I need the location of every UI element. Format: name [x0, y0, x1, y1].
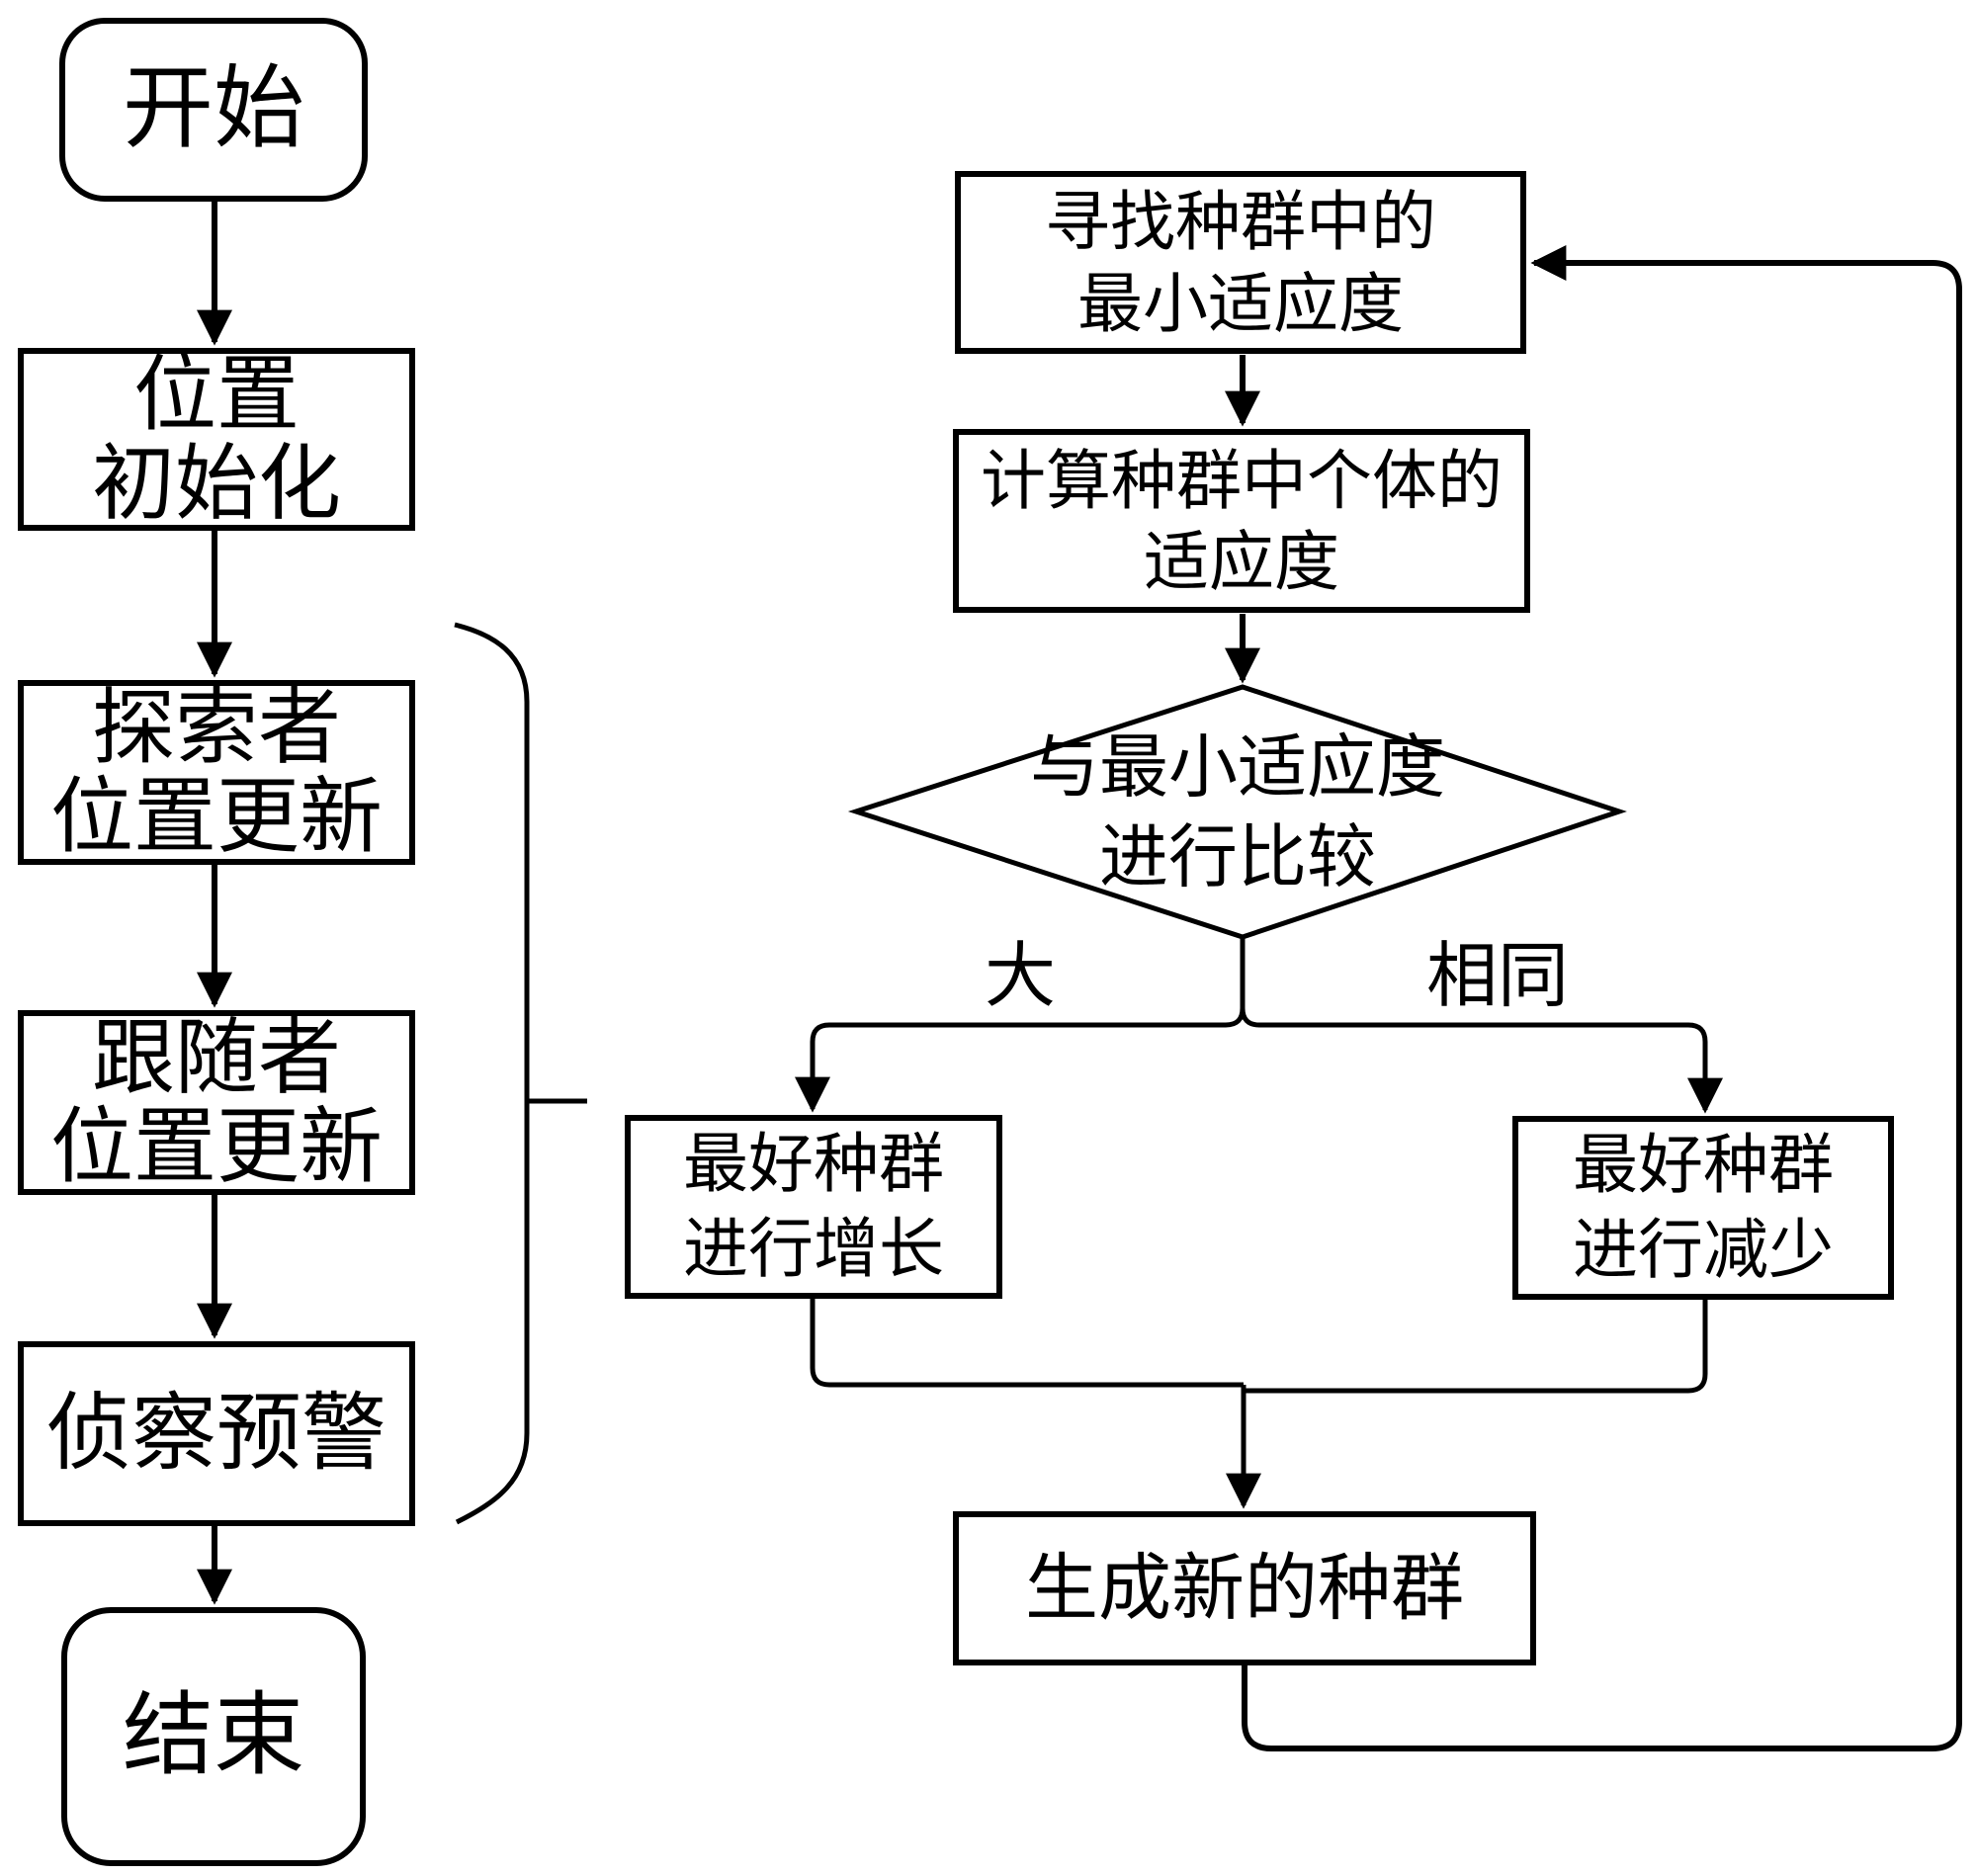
wire-shrink-to-merge	[1244, 1300, 1708, 1394]
node-end: 结束	[61, 1607, 366, 1866]
node-generate-new-population: 生成新的种群	[953, 1511, 1536, 1665]
node-explorer-update: 探索者 位置更新	[18, 680, 415, 865]
arrow-loop-back	[1242, 245, 1962, 1751]
node-scout-warning: 侦察预警	[18, 1341, 415, 1526]
arrow-branch-same	[1240, 1007, 1723, 1114]
node-calc-fitness-line1: 计算种群中个体的	[981, 443, 1503, 517]
wire-grow-to-merge	[810, 1299, 1244, 1388]
branch-label-greater-text: 大	[984, 936, 1056, 1016]
node-calc-fitness-line2: 适应度	[1144, 525, 1339, 598]
node-find-min-fitness-line1: 寻找种群中的	[1045, 185, 1436, 258]
node-follower-update-line2: 位置更新	[49, 1099, 383, 1193]
node-follower-update-line1: 跟随者	[91, 1011, 341, 1105]
node-position-init-line2: 初始化	[91, 436, 341, 530]
branch-label-same-text: 相同	[1425, 936, 1569, 1016]
node-best-population-shrink: 最好种群 进行减少	[1512, 1116, 1894, 1300]
node-start-label: 开始	[122, 58, 304, 160]
node-best-population-shrink-line1: 最好种群	[1573, 1128, 1834, 1202]
brace-curve	[454, 622, 530, 1525]
node-calc-fitness: 计算种群中个体的 适应度	[953, 429, 1530, 613]
node-explorer-update-line2: 位置更新	[49, 769, 383, 863]
node-end-label: 结束	[122, 1685, 304, 1787]
branch-label-same: 相同	[1379, 927, 1616, 1026]
node-position-init: 位置 初始化	[18, 348, 415, 531]
node-generate-new-population-label: 生成新的种群	[1025, 1546, 1464, 1629]
node-find-min-fitness: 寻找种群中的 最小适应度	[955, 171, 1526, 354]
arrow-branch-greater	[795, 1007, 1246, 1113]
node-position-init-line1: 位置	[132, 348, 300, 442]
node-follower-update: 跟随者 位置更新	[18, 1010, 415, 1195]
node-start: 开始	[59, 18, 368, 202]
node-explorer-update-line1: 探索者	[91, 681, 341, 775]
decision-compare-line2: 进行比较	[1099, 818, 1376, 895]
node-best-population-grow-line2: 进行增长	[683, 1212, 944, 1285]
node-best-population-shrink-line2: 进行减少	[1573, 1213, 1834, 1286]
node-best-population-grow: 最好种群 进行增长	[625, 1115, 1002, 1299]
node-scout-warning-label: 侦察预警	[46, 1385, 387, 1481]
branch-label-greater: 大	[946, 927, 1094, 1026]
decision-compare-label: 与最小适应度 进行比较	[941, 718, 1534, 907]
node-best-population-grow-line1: 最好种群	[683, 1127, 944, 1201]
decision-compare-line1: 与最小适应度	[1030, 728, 1445, 806]
node-find-min-fitness-line2: 最小适应度	[1077, 266, 1404, 340]
